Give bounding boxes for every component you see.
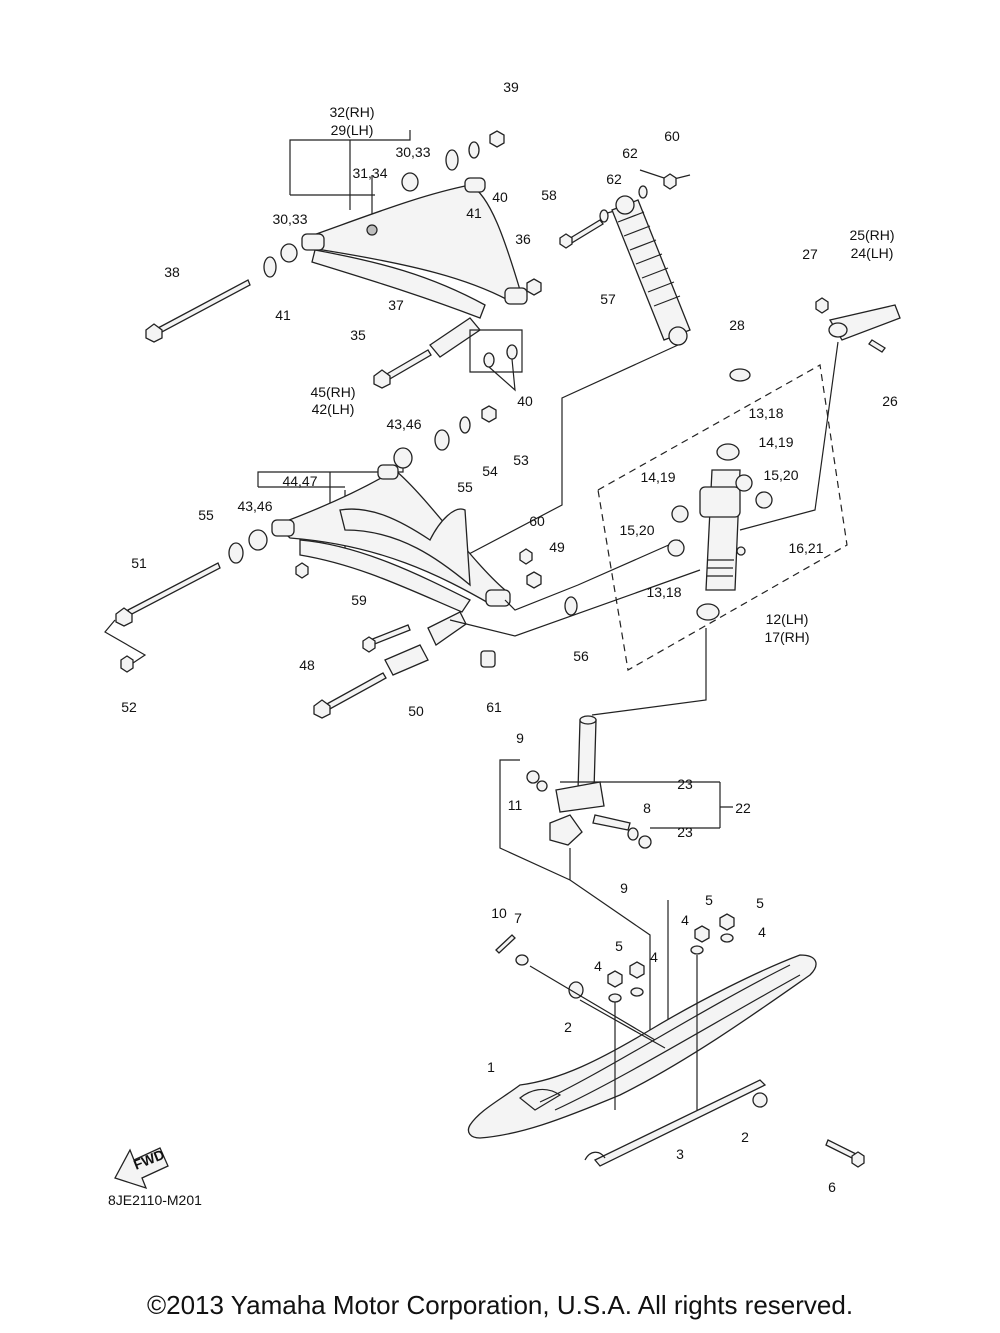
callout-label: 40 [517, 393, 533, 409]
lower-arm-group [104, 405, 701, 719]
callout-label: 2 [741, 1129, 749, 1145]
callout-label: 6 [828, 1179, 836, 1195]
callout-label: 8 [643, 800, 651, 816]
callout-label: 12(LH) [766, 611, 809, 627]
callout-label: 53 [513, 452, 529, 468]
ski-spindle-group [499, 715, 733, 1050]
upper-arm-group [145, 130, 542, 392]
callout-label: 26 [882, 393, 898, 409]
callout-label: 7 [514, 910, 522, 926]
callout-label: 27 [802, 246, 818, 262]
callout-label: 22 [735, 800, 751, 816]
callout-label: 50 [408, 703, 424, 719]
callout-label: 60 [664, 128, 680, 144]
callout-label: 62 [622, 145, 638, 161]
callout-label: 25(RH) [849, 227, 894, 243]
callout-label: 41 [466, 205, 482, 221]
shock-absorber-group [447, 169, 691, 566]
callout-label: 13,18 [748, 405, 783, 421]
callout-label: 37 [388, 297, 404, 313]
callout-label: 44,47 [282, 473, 317, 489]
callout-label: 32(RH) [329, 104, 374, 120]
callout-labels: 3932(RH)29(LH)30,3331,3430,3340413841373… [121, 79, 898, 1195]
callout-label: 39 [503, 79, 519, 95]
callout-label: 15,20 [619, 522, 654, 538]
callout-label: 62 [606, 171, 622, 187]
callout-label: 60 [529, 513, 545, 529]
callout-label: 57 [600, 291, 616, 307]
callout-label: 56 [573, 648, 589, 664]
callout-label: 23 [677, 776, 693, 792]
callout-label: 40 [492, 189, 508, 205]
callout-label: 38 [164, 264, 180, 280]
callout-label: 31,34 [352, 165, 387, 181]
callout-label: 29(LH) [331, 122, 374, 138]
callout-label: 48 [299, 657, 315, 673]
callout-label: 4 [681, 912, 689, 928]
callout-label: 43,46 [237, 498, 272, 514]
callout-label: 1 [487, 1059, 495, 1075]
callout-label: 9 [516, 730, 524, 746]
callout-label: 10 [491, 905, 507, 921]
callout-label: 2 [564, 1019, 572, 1035]
callout-label: 9 [620, 880, 628, 896]
callout-label: 30,33 [272, 211, 307, 227]
ski-group [467, 913, 865, 1168]
callout-label: 42(LH) [312, 401, 355, 417]
callout-label: 59 [351, 592, 367, 608]
callout-label: 14,19 [640, 469, 675, 485]
spindle-group [591, 297, 901, 716]
callout-label: 5 [615, 938, 623, 954]
callout-label: 45(RH) [310, 384, 355, 400]
callout-label: 61 [486, 699, 502, 715]
callout-label: 13,18 [646, 584, 681, 600]
callout-label: 55 [457, 479, 473, 495]
callout-label: 11 [508, 797, 523, 813]
callout-label: 4 [594, 958, 602, 974]
callout-label: 5 [705, 892, 713, 908]
callout-label: 4 [758, 924, 766, 940]
callout-label: 43,46 [386, 416, 421, 432]
callout-label: 28 [729, 317, 745, 333]
callout-label: 30,33 [395, 144, 430, 160]
callout-label: 55 [198, 507, 214, 523]
callout-label: 24(LH) [851, 245, 894, 261]
callout-label: 16,21 [788, 540, 823, 556]
callout-label: 4 [650, 949, 658, 965]
callout-label: 36 [515, 231, 531, 247]
copyright-footer: ©2013 Yamaha Motor Corporation, U.S.A. A… [146, 1290, 854, 1320]
callout-label: 49 [549, 539, 565, 555]
callout-label: 51 [131, 555, 147, 571]
callout-label: 5 [756, 895, 764, 911]
callout-label: 17(RH) [764, 629, 809, 645]
callout-label: 41 [275, 307, 291, 323]
callout-label: 58 [541, 187, 557, 203]
callout-label: 15,20 [763, 467, 798, 483]
callout-label: 52 [121, 699, 137, 715]
diagram-code: 8JE2110-M201 [108, 1192, 202, 1208]
callout-label: 23 [677, 824, 693, 840]
callout-label: 3 [676, 1146, 684, 1162]
callout-label: 35 [350, 327, 366, 343]
callout-label: 14,19 [758, 434, 793, 450]
callout-label: 54 [482, 463, 498, 479]
forward-arrow-icon: FWD [114, 1146, 169, 1190]
